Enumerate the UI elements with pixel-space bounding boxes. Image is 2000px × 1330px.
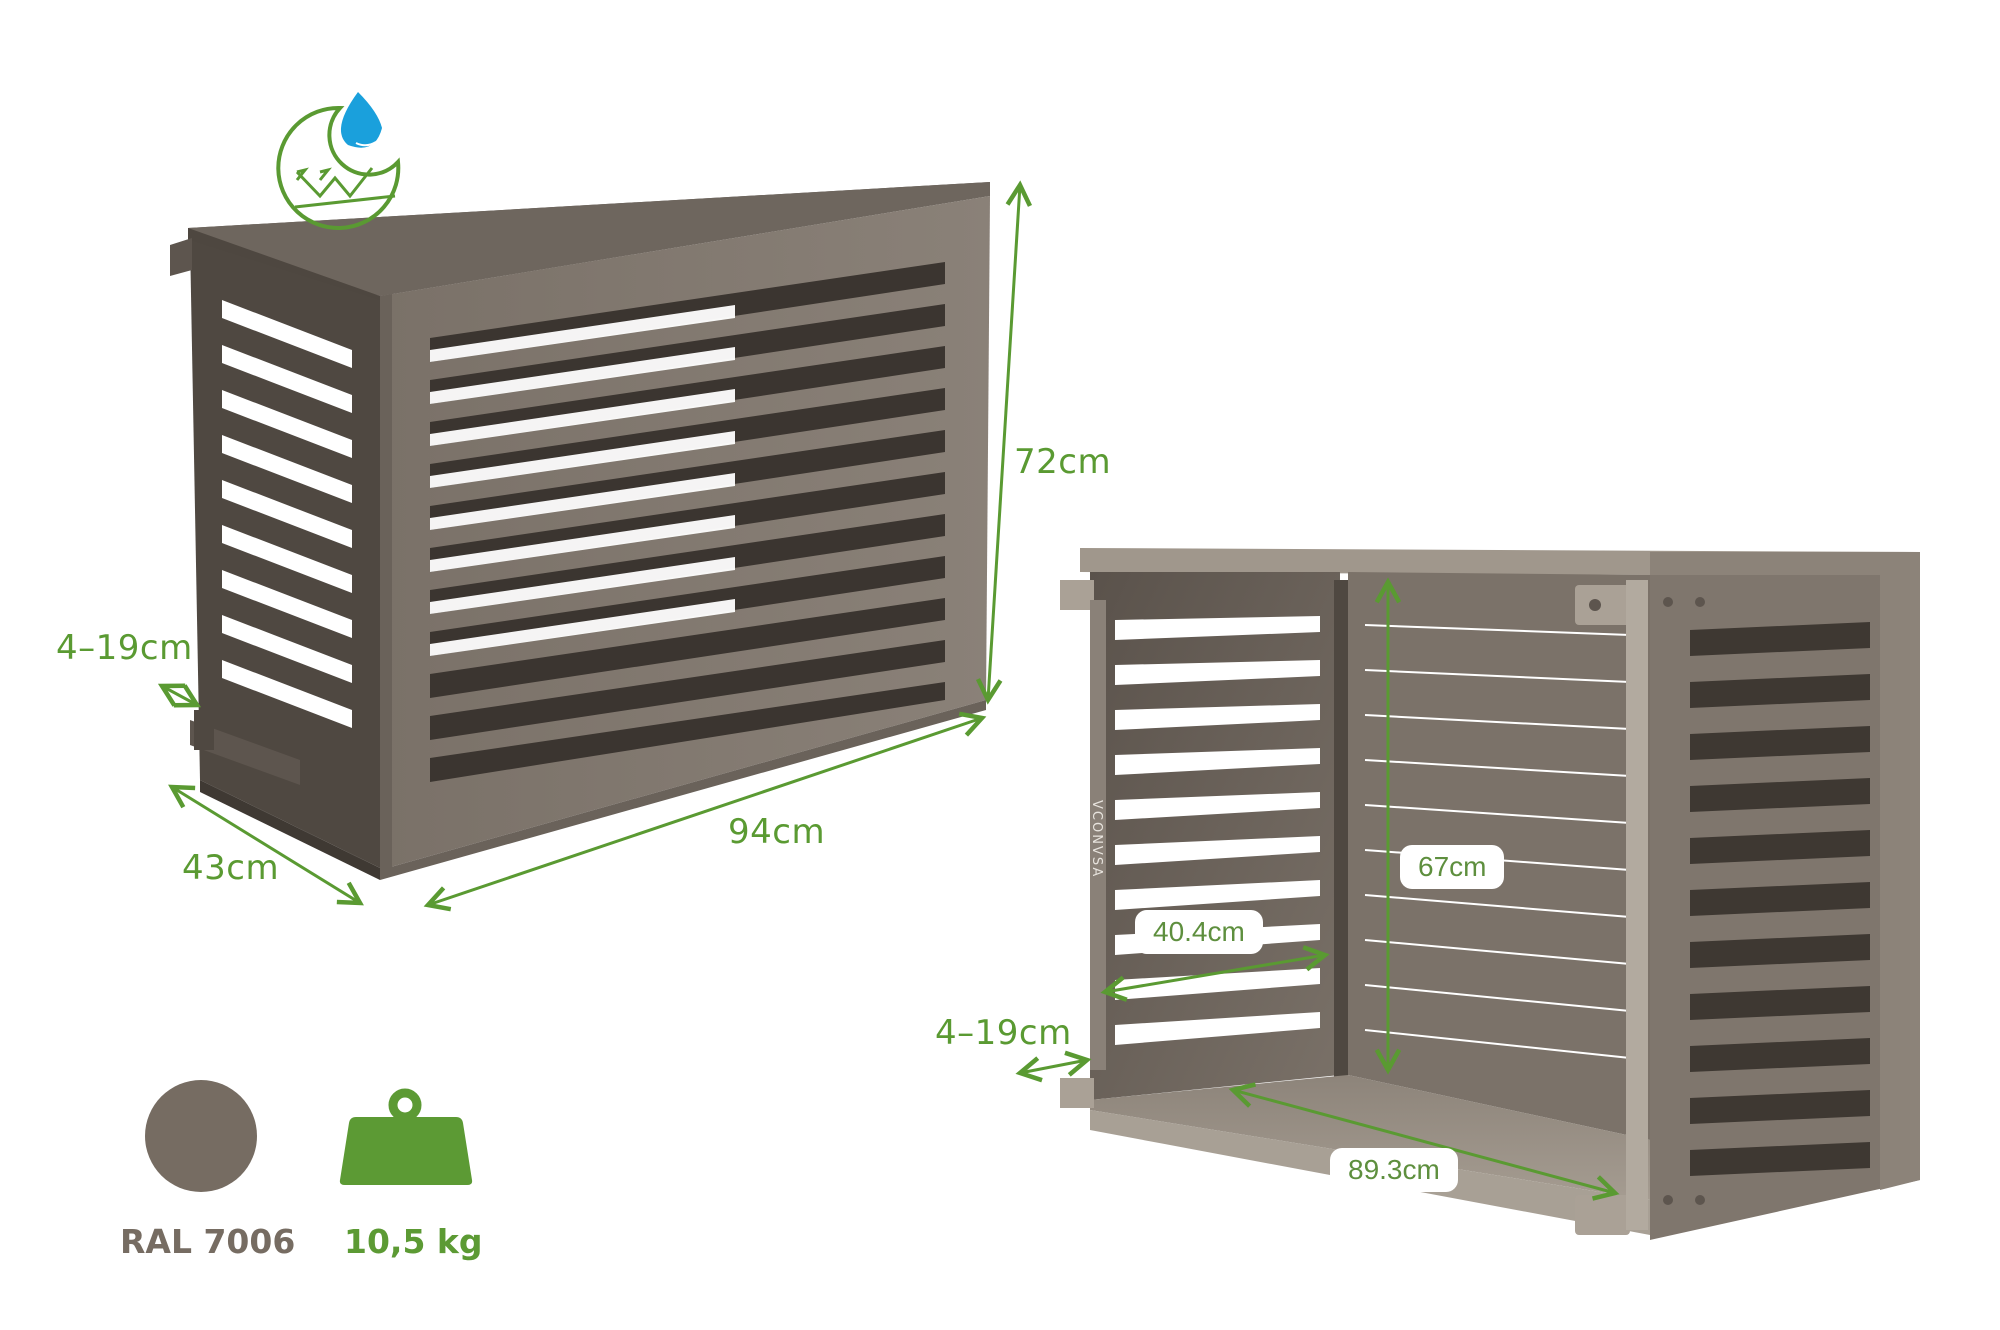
wall-gap-arrow-right bbox=[1020, 1060, 1087, 1073]
side-slat-gaps bbox=[222, 300, 352, 728]
color-swatch bbox=[145, 1080, 257, 1192]
inner-height-label: 67cm bbox=[1400, 845, 1505, 889]
weight-label: 10,5 kg bbox=[344, 1222, 483, 1261]
side-louvres-right bbox=[1690, 622, 1870, 1176]
dimension-height-label: 72cm bbox=[1014, 442, 1112, 482]
wall-gap-label-right: 4–19cm bbox=[935, 1013, 1072, 1053]
inner-width-arrow bbox=[1233, 1090, 1615, 1193]
wall-gap-arrow bbox=[162, 686, 197, 705]
dimension-wall-gap-label: 4–19cm bbox=[56, 628, 193, 668]
height-arrow bbox=[988, 185, 1020, 700]
dimension-arrows-left bbox=[162, 185, 1020, 905]
embossed-brand-text: VCONVSA bbox=[1089, 800, 1104, 878]
inner-width-label: 89.3cm bbox=[1330, 1148, 1458, 1192]
cabinet-open-view bbox=[1060, 548, 1920, 1240]
inner-depth-arrow bbox=[1105, 955, 1325, 992]
inner-depth-label: 40.4cm bbox=[1135, 910, 1263, 954]
color-label: RAL 7006 bbox=[120, 1222, 296, 1261]
water-resistant-icon bbox=[276, 92, 401, 230]
depth-arrow bbox=[172, 787, 360, 903]
cabinet-closed-view bbox=[170, 182, 990, 880]
weight-icon bbox=[339, 1088, 473, 1185]
dimension-depth-label: 43cm bbox=[182, 848, 280, 888]
dimension-width-label: 94cm bbox=[728, 812, 826, 852]
dimension-arrows-right bbox=[1020, 582, 1615, 1193]
width-arrow bbox=[428, 718, 982, 905]
